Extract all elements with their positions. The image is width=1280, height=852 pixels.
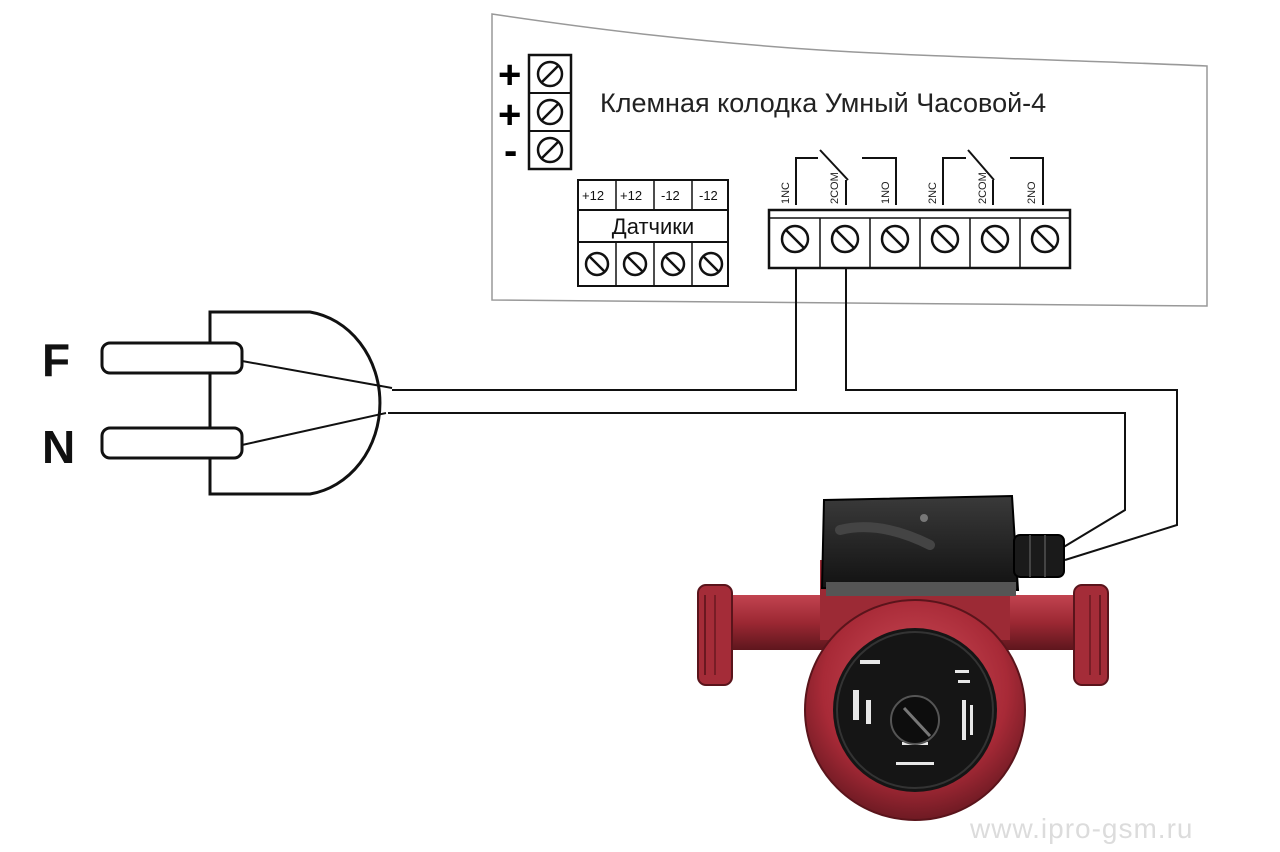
power-terminal-block: + + - <box>498 53 573 173</box>
relay-terminal-label: 1NC <box>780 182 792 204</box>
screw-icon <box>622 251 648 277</box>
board-title: Клемная колодка Умный Часовой-4 <box>600 88 1046 118</box>
screw-icon <box>584 251 610 277</box>
screw-icon <box>1030 224 1060 254</box>
wire-f-to-1nc <box>392 268 797 391</box>
pump-cable-gland <box>1013 534 1065 578</box>
screw-icon <box>536 136 564 164</box>
relay-terminal-label: 2COM <box>977 172 989 204</box>
circulation-pump <box>697 494 1109 821</box>
sensor-terminal-label: -12 <box>661 188 680 203</box>
sensor-terminal-label: +12 <box>620 188 642 203</box>
relay-terminal-label: 2NC <box>927 182 939 204</box>
screw-icon <box>880 224 910 254</box>
screw-icon <box>780 224 810 254</box>
sensor-terminal-label: -12 <box>699 188 718 203</box>
sensor-terminal-label: +12 <box>582 188 604 203</box>
wires <box>388 268 1178 561</box>
power-sign-plus-2: + <box>498 93 521 137</box>
power-sign-minus: - <box>504 129 517 173</box>
watermark: www.ipro-gsm.ru <box>969 813 1193 844</box>
plug-label-n: N <box>42 421 75 473</box>
screw-icon <box>698 251 724 277</box>
relay-terminal-label: 2COM <box>829 172 841 204</box>
wire-2com-to-pump <box>845 268 1178 561</box>
screw-icon <box>660 251 686 277</box>
screw-icon <box>830 224 860 254</box>
plug-pin-f <box>100 341 244 375</box>
plug-label-f: F <box>42 334 70 386</box>
power-plug: F N <box>42 310 393 496</box>
screw-icon <box>980 224 1010 254</box>
sensors-label: Датчики <box>612 214 694 239</box>
screw-icon <box>536 98 564 126</box>
screw-icon <box>930 224 960 254</box>
relay-terminal-block: 1NC 2COM 1NO 2NC 2COM 2NO <box>767 149 1072 270</box>
wire-n-to-pump <box>388 412 1126 549</box>
plug-pin-n <box>100 426 244 460</box>
power-sign-plus-1: + <box>498 53 521 97</box>
screw-icon <box>536 60 564 88</box>
sensor-terminal-block: +12 +12 -12 -12 Датчики <box>577 179 729 287</box>
relay-terminal-label: 1NO <box>880 181 892 204</box>
relay-terminal-label: 2NO <box>1026 181 1038 204</box>
